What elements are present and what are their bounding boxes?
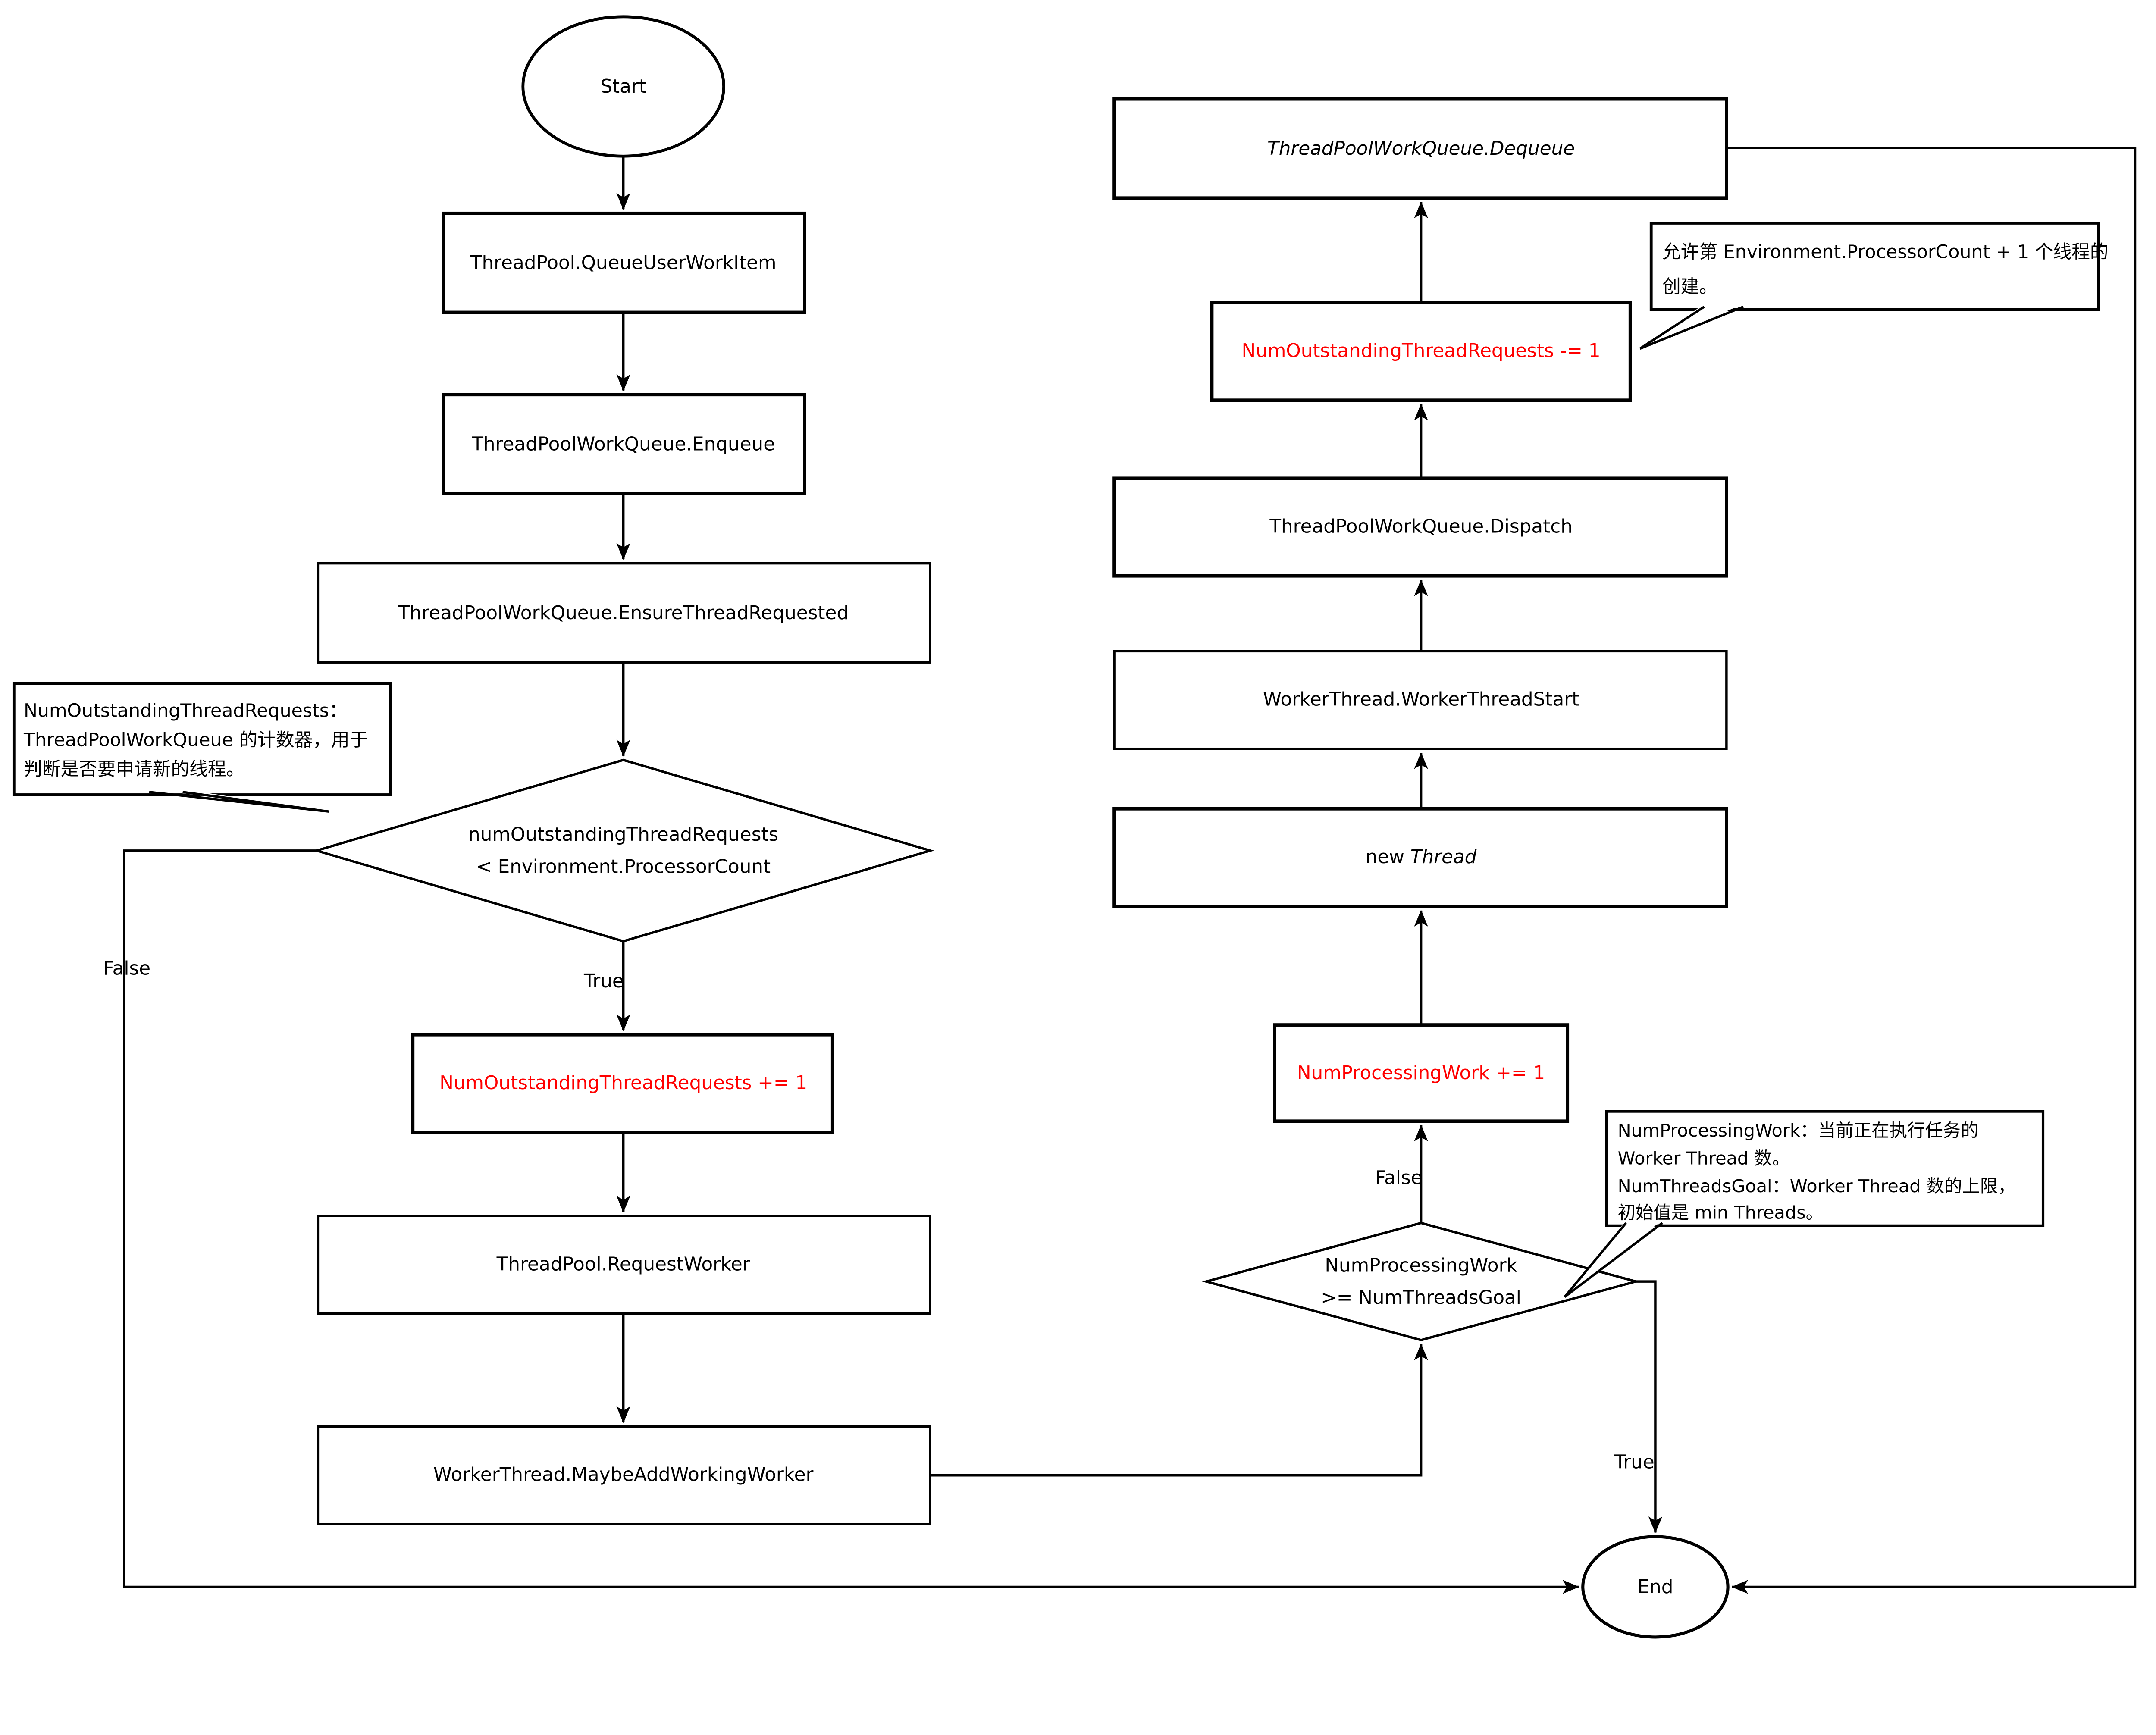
new-thread-prefix: new — [1366, 846, 1410, 868]
node-dec-outstanding: NumOutstandingThreadRequests -= 1 — [1210, 301, 1632, 402]
enqueue-box — [442, 393, 806, 495]
callout-processing-tail — [1564, 1222, 1663, 1298]
branch-label-false-left: False — [103, 958, 151, 980]
node-inc-outstanding: NumOutstandingThreadRequests += 1 — [411, 1033, 834, 1134]
callout-outstanding-box — [12, 682, 392, 796]
edge-decision-false-to-end — [123, 849, 1579, 1594]
node-dequeue: ThreadPoolWorkQueue.Dequeue — [1112, 97, 1728, 200]
callout-processor-count-line2: 创建。 — [1662, 276, 1717, 298]
new-thread-italic: Thread — [1410, 846, 1477, 868]
callout-outstanding-line2: ThreadPoolWorkQueue 的计数器，用于 — [23, 729, 368, 751]
dec-outstanding-box — [1210, 301, 1632, 402]
node-maybe-add-working-worker: WorkerThread.MaybeAddWorkingWorker — [317, 1425, 931, 1525]
dispatch-box — [1112, 476, 1728, 578]
ensure-thread-requested-box — [317, 562, 931, 664]
dequeue-label: ThreadPoolWorkQueue.Dequeue — [1267, 138, 1575, 160]
node-decision-processing: NumProcessingWork >= NumThreadsGoal — [1202, 1221, 1641, 1341]
end-label: End — [1637, 1576, 1673, 1598]
dec-outstanding-label: NumOutstandingThreadRequests -= 1 — [1242, 340, 1601, 362]
end-ellipse — [1581, 1535, 1730, 1639]
callout-outstanding-line1: NumOutstandingThreadRequests： — [24, 700, 348, 721]
decision-processing-diamond — [1202, 1221, 1641, 1341]
branch-label-true-right: True — [1614, 1451, 1655, 1473]
queue-user-work-item-label: ThreadPool.QueueUserWorkItem — [470, 252, 777, 274]
callout-processor-count-box — [1649, 222, 2100, 311]
callout-processing-line2: Worker Thread 数。 — [1618, 1148, 1790, 1169]
branch-label-false-right: False — [1375, 1167, 1423, 1189]
start-ellipse — [521, 15, 725, 158]
callout-processor-count-tail — [1639, 305, 1744, 350]
queue-user-work-item-box — [442, 211, 806, 314]
callout-processing-line1: NumProcessingWork：当前正在执行任务的 — [1618, 1120, 1979, 1141]
start-label: Start — [600, 75, 646, 97]
callout-outstanding-line3: 判断是否要申请新的线程。 — [24, 758, 244, 780]
node-decision-outstanding: numOutstandingThreadRequests < Environme… — [312, 758, 934, 943]
threadpool-flowchart: Start ThreadPool.QueueUserWorkItem Threa… — [12, 15, 2137, 1639]
node-worker-thread-start: WorkerThread.WorkerThreadStart — [1113, 650, 1728, 750]
decision-outstanding-diamond — [312, 758, 934, 943]
decision-processing-line2: >= NumThreadsGoal — [1321, 1287, 1521, 1309]
callout-processor-count-note: 允许第 Environment.ProcessorCount + 1 个线程的 … — [1639, 222, 2109, 350]
callout-outstanding-note: NumOutstandingThreadRequests： ThreadPool… — [12, 682, 392, 813]
node-new-thread: new Thread — [1112, 807, 1728, 908]
new-thread-box — [1112, 807, 1728, 908]
request-worker-box — [317, 1215, 931, 1315]
callout-processing-line4: 初始值是 min Threads。 — [1618, 1203, 1824, 1223]
node-inc-processing: NumProcessingWork += 1 — [1273, 1023, 1570, 1123]
edge-decision2-true-to-end — [1636, 1280, 1663, 1533]
inc-processing-box — [1273, 1023, 1570, 1123]
node-end: End — [1581, 1535, 1730, 1639]
decision-outstanding-line2: < Environment.ProcessorCount — [476, 856, 771, 878]
worker-thread-start-box — [1113, 650, 1728, 750]
decision-outstanding-line1: numOutstandingThreadRequests — [468, 824, 778, 846]
edge-dequeue-loop-to-end — [1726, 147, 2137, 1594]
node-start: Start — [521, 15, 725, 158]
node-ensure-thread-requested: ThreadPoolWorkQueue.EnsureThreadRequeste… — [317, 562, 931, 664]
maybe-add-working-worker-label: WorkerThread.MaybeAddWorkingWorker — [433, 1464, 814, 1486]
node-enqueue: ThreadPoolWorkQueue.Enqueue — [442, 393, 806, 495]
callout-processing-box — [1605, 1110, 2045, 1227]
inc-processing-label: NumProcessingWork += 1 — [1297, 1062, 1545, 1084]
decision-processing-line1: NumProcessingWork — [1325, 1255, 1517, 1277]
inc-outstanding-label: NumOutstandingThreadRequests += 1 — [439, 1072, 807, 1094]
node-request-worker: ThreadPool.RequestWorker — [317, 1215, 931, 1315]
callout-processing-note: NumProcessingWork：当前正在执行任务的 Worker Threa… — [1564, 1110, 2045, 1298]
callout-outstanding-tail — [149, 791, 329, 813]
callout-processor-count-line1: 允许第 Environment.ProcessorCount + 1 个线程的 — [1662, 241, 2109, 263]
callout-processing-line3: NumThreadsGoal：Worker Thread 数的上限， — [1618, 1176, 2016, 1196]
new-thread-label: new Thread — [1366, 846, 1477, 868]
worker-thread-start-label: WorkerThread.WorkerThreadStart — [1263, 688, 1579, 710]
ensure-thread-requested-label: ThreadPoolWorkQueue.EnsureThreadRequeste… — [398, 602, 849, 624]
dispatch-label: ThreadPoolWorkQueue.Dispatch — [1269, 515, 1573, 537]
branch-label-true-left: True — [583, 970, 624, 992]
request-worker-label: ThreadPool.RequestWorker — [496, 1253, 750, 1275]
inc-outstanding-box — [411, 1033, 834, 1134]
node-dispatch: ThreadPoolWorkQueue.Dispatch — [1112, 476, 1728, 578]
node-queue-user-work-item: ThreadPool.QueueUserWorkItem — [442, 211, 806, 314]
enqueue-label: ThreadPoolWorkQueue.Enqueue — [471, 433, 775, 455]
maybe-add-working-worker-box — [317, 1425, 931, 1525]
edge-maybeaddworkingworker-to-decision2 — [930, 1344, 1428, 1477]
dequeue-box — [1112, 97, 1728, 200]
